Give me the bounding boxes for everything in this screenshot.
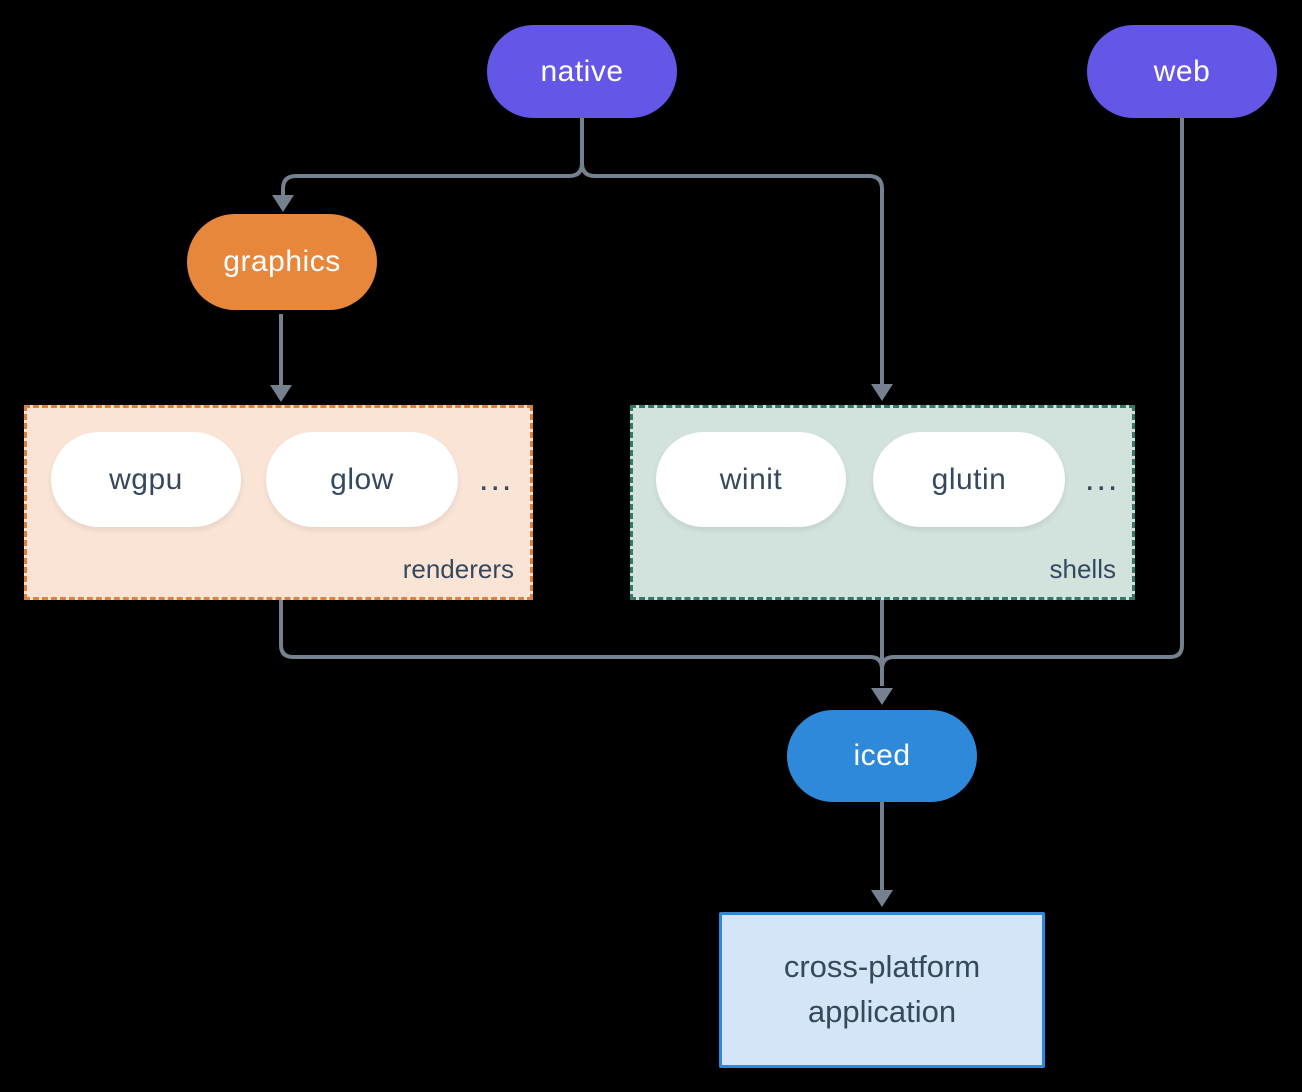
node-glutin-label: glutin [931, 462, 1007, 496]
node-iced: iced [787, 710, 977, 802]
node-native-label: native [540, 54, 624, 88]
group-shells-label: shells [1049, 554, 1116, 584]
node-cross-platform-application: cross-platform application [719, 912, 1045, 1068]
application-label-line2: application [807, 994, 957, 1029]
arrowhead-into-shells [871, 384, 893, 401]
node-winit-label: winit [719, 462, 783, 496]
node-web: web [1087, 25, 1277, 118]
application-label-line1: cross-platform [783, 949, 981, 985]
node-graphics-label: graphics [223, 245, 341, 278]
connector-renderers-iced [279, 600, 884, 686]
shells-ellipsis: ... [1085, 460, 1120, 498]
arrowhead-into-application [871, 890, 893, 907]
renderers-ellipsis: ... [479, 460, 514, 498]
node-native: native [487, 25, 677, 118]
arrowhead-into-renderers [270, 385, 292, 402]
node-glow-label: glow [330, 462, 394, 496]
group-shells: winit glutin ... shells [630, 405, 1135, 600]
node-wgpu-label: wgpu [109, 462, 183, 496]
node-winit: winit [656, 432, 846, 527]
node-glutin: glutin [873, 432, 1065, 527]
group-renderers-label: renderers [402, 554, 514, 584]
arrowhead-into-graphics [272, 195, 294, 212]
group-renderers: wgpu glow ... renderers [24, 405, 533, 600]
connector-web-iced [880, 118, 1184, 686]
node-glow: glow [266, 432, 458, 527]
node-web-label: web [1153, 54, 1211, 88]
arrowhead-into-iced [871, 688, 893, 705]
node-iced-label: iced [853, 739, 911, 772]
node-wgpu: wgpu [51, 432, 241, 527]
connector-native-graphics [281, 118, 584, 196]
connector-native-shells [580, 118, 884, 385]
node-graphics: graphics [187, 214, 377, 310]
